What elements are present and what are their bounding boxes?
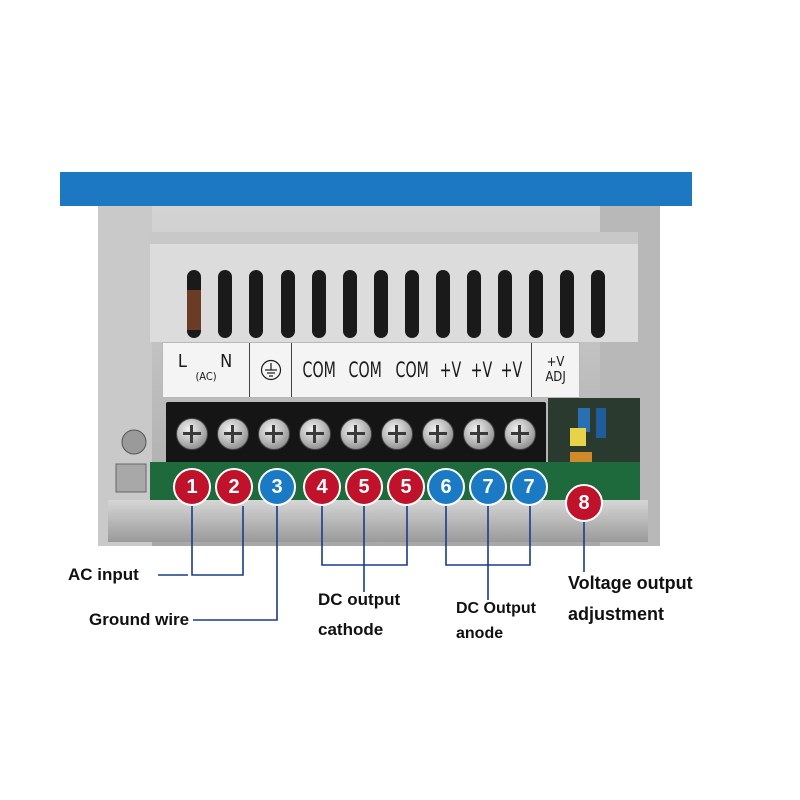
terminal-screw-icon [381,418,413,450]
terminal-badge-7b: 7 [510,468,548,506]
adj-label-cell: +V ADJ [532,343,579,397]
terminal-badge-4: 4 [303,468,341,506]
voltage-adj-caption-1: Voltage output [568,573,693,593]
terminal-badge-8: 8 [565,484,603,522]
terminal-screw-icon [176,418,208,450]
ln-label: L N [177,351,247,372]
dc-cathode-caption-1: DC output [318,590,401,609]
dc-anode-caption-2: anode [456,625,504,642]
terminal-screw-icon [504,418,536,450]
adj-top-label: +V [546,355,565,370]
blue-banner [60,172,692,206]
terminal-screw-icon [217,418,249,450]
terminal-badge-2: 2 [215,468,253,506]
ac-label-cell: L N (AC) [163,343,251,397]
terminal-label-strip: L N (AC) COM COM COM +V +V +V +V ADJ [162,342,580,398]
terminal-label: COM [395,358,429,382]
terminal-label: +V [500,358,523,382]
terminal-label: +V [439,358,462,382]
terminal-screw-icon [422,418,454,450]
output-terminals-cell: COM COM COM +V +V +V [292,343,533,397]
terminal-badge-1: 1 [173,468,211,506]
ground-symbol-cell [250,343,293,397]
terminal-screw-icon [340,418,372,450]
terminal-label: +V [470,358,492,382]
terminal-badge-5a: 5 [345,468,383,506]
dc-anode-caption-1: DC Output [456,600,536,617]
terminal-badge-7a: 7 [469,468,507,506]
terminal-label: COM [348,358,383,382]
terminal-label: COM [302,358,336,382]
ac-input-caption: AC input [68,565,139,584]
terminal-screw-icon [463,418,495,450]
terminal-screw-icon [299,418,331,450]
terminal-screw-icon [258,418,290,450]
ac-label: (AC) [195,370,217,383]
dc-cathode-caption-2: cathode [318,620,384,639]
terminal-badge-6: 6 [427,468,465,506]
terminal-badge-5b: 5 [387,468,425,506]
ground-wire-caption: Ground wire [89,610,190,629]
screw-row [170,418,550,454]
ground-symbol-icon [260,359,281,381]
terminal-badge-3: 3 [258,468,296,506]
chassis-bottom [108,500,648,542]
voltage-adj-caption-2: adjustment [568,604,665,624]
adj-bottom-label: ADJ [545,370,566,385]
